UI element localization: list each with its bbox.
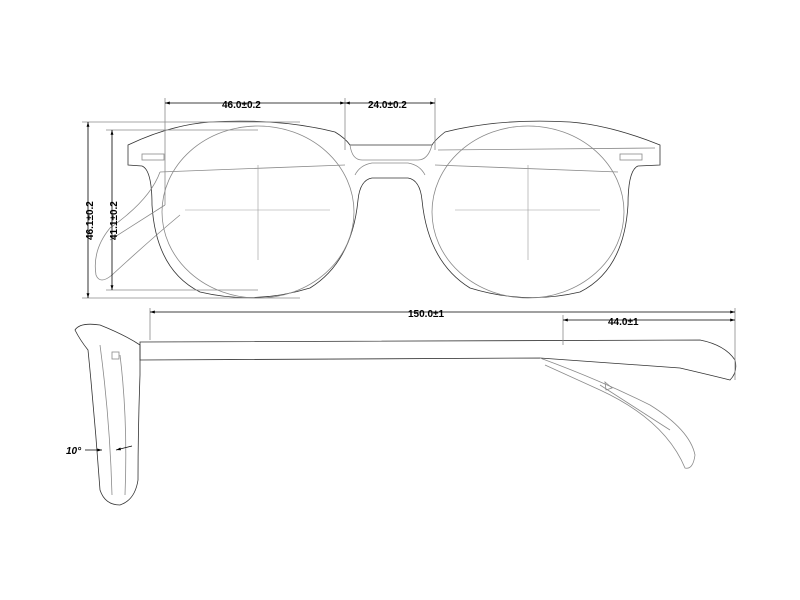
right-lens-crosshair (455, 165, 600, 260)
bridge-width-label: 24.0±0.2 (368, 100, 407, 111)
lens-height-label: 41.1±0.2 (109, 201, 120, 240)
temple-arm (139, 339, 737, 381)
temple-tip (539, 357, 696, 469)
temple-length-label: 150.0±1 (408, 309, 445, 320)
dimension-lines (82, 98, 736, 452)
frame-outline (127, 120, 661, 299)
left-temple-fold (94, 171, 181, 281)
front-view (94, 120, 661, 299)
side-view (74, 323, 737, 506)
front-side-profile (74, 323, 141, 506)
frame-height-label: 46.1±0.2 (85, 201, 96, 240)
temple-tip-label: 44.0±1 (608, 317, 639, 328)
left-hinge (141, 153, 165, 161)
angle-label: 10° (66, 446, 82, 457)
right-lens (431, 125, 625, 299)
right-hinge (619, 153, 643, 161)
lens-width-label: 46.0±0.2 (222, 100, 261, 111)
left-lens-crosshair (185, 165, 330, 260)
